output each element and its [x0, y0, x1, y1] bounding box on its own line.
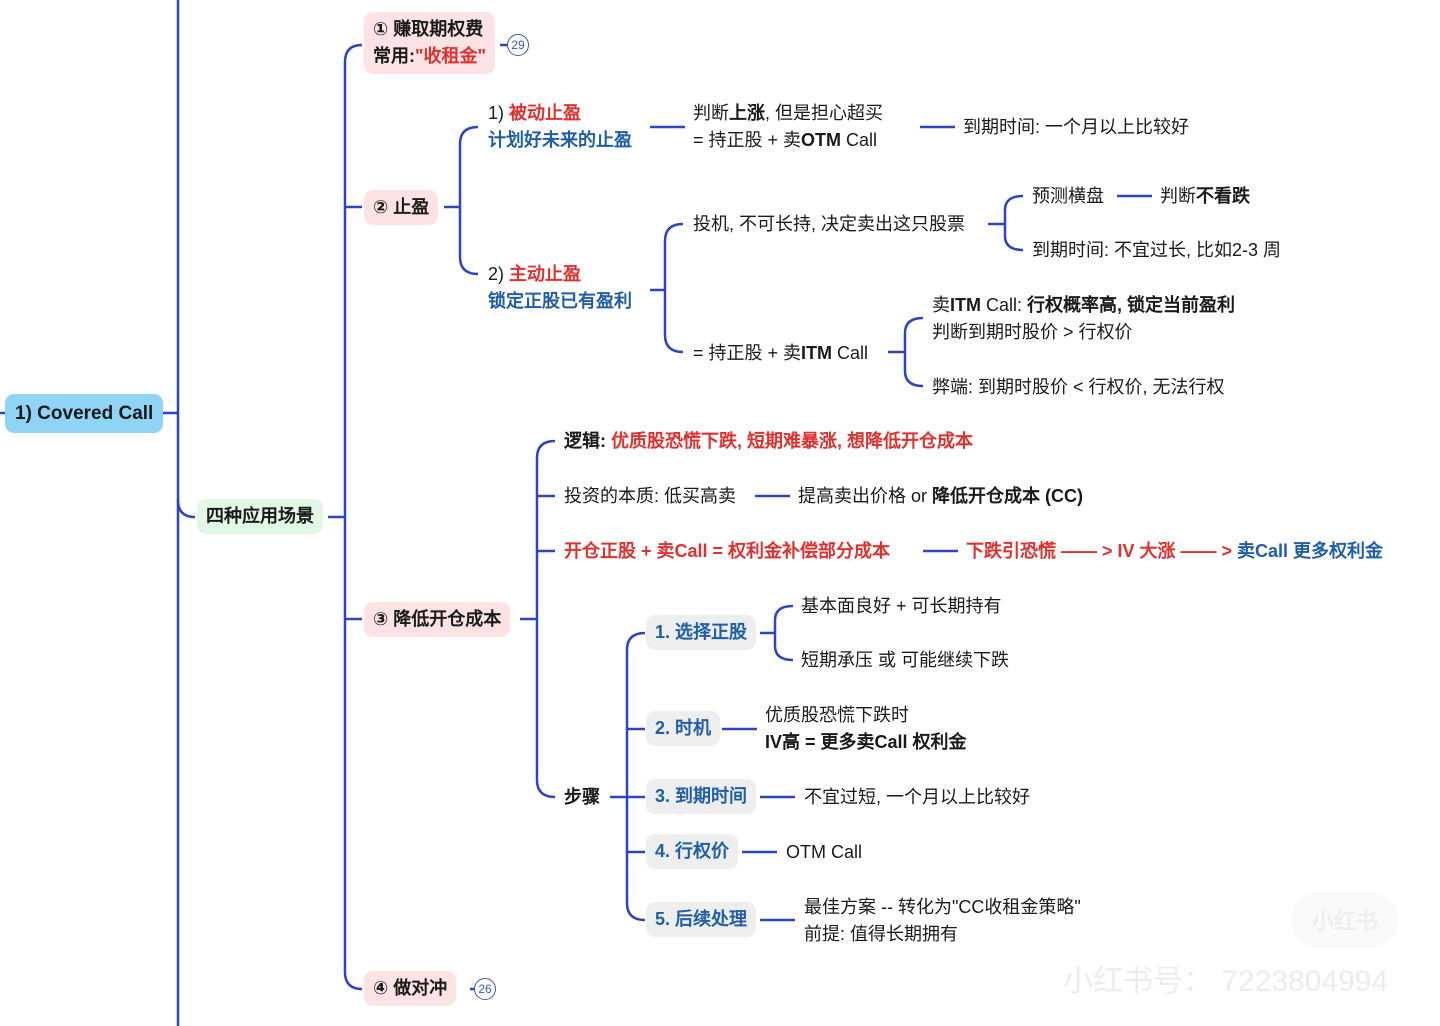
- step4-detail[interactable]: OTM Call: [786, 842, 862, 862]
- step2-detail[interactable]: 优质股恐慌下跌时 IV高 = 更多卖Call 权利金: [765, 702, 967, 756]
- node-itm-detail[interactable]: 卖ITM Call: 行权概率高, 锁定当前盈利 判断到期时股价 > 行权价: [932, 292, 1235, 346]
- node-active-take-profit[interactable]: 2) 主动止盈 锁定正股已有盈利: [488, 261, 632, 315]
- itm-detail-line2: 判断到期时股价 > 行权价: [932, 322, 1133, 342]
- node-passive-take-profit[interactable]: 1) 被动止盈 计划好未来的止盈: [488, 100, 632, 154]
- step-strike[interactable]: 4. 行权价: [646, 834, 739, 869]
- t: = 持正股 + 卖: [693, 130, 802, 150]
- node-passive-expiry[interactable]: 到期时间: 一个月以上比较好: [963, 117, 1190, 137]
- node-speculation[interactable]: 投机, 不可长持, 决定卖出这只股票: [693, 214, 966, 234]
- t: 不看跌: [1196, 186, 1250, 206]
- step-expiry[interactable]: 3. 到期时间: [646, 779, 757, 814]
- node-open-position[interactable]: 开仓正股 + 卖Call = 权利金补偿部分成本: [564, 541, 891, 561]
- node-not-bearish[interactable]: 判断不看跌: [1160, 183, 1250, 210]
- t: IV高 = 更多卖Call 权利金: [765, 732, 967, 752]
- active-subtitle: 锁定正股已有盈利: [488, 291, 632, 311]
- passive-title-text: 被动止盈: [509, 103, 582, 123]
- t: 优质股恐慌下跌, 短期难暴涨, 想降低开仓成本: [611, 431, 974, 451]
- node-steps[interactable]: 步骤: [564, 787, 600, 807]
- step-timing[interactable]: 2. 时机: [646, 711, 721, 746]
- node-earn-premium-subtitle: 常用:"收租金": [373, 43, 486, 70]
- node-earn-premium-title: ① 赚取期权费: [373, 19, 484, 39]
- node-four-scenarios[interactable]: 四种应用场景: [197, 499, 323, 534]
- passive-subtitle: 计划好未来的止盈: [488, 130, 632, 150]
- step-follow-up[interactable]: 5. 后续处理: [646, 902, 757, 937]
- node-iv-chain[interactable]: 下跌引恐慌 —— > IV 大涨 —— > 卖Call 更多权利金: [966, 538, 1383, 565]
- t: = 持正股 + 卖: [693, 343, 802, 363]
- step3-detail[interactable]: 不宜过短, 一个月以上比较好: [804, 787, 1031, 807]
- t: 卖: [932, 295, 950, 315]
- passive-detail-line1: 判断上涨, 但是担心超买: [693, 100, 883, 127]
- t: 行权概率高, 锁定当前盈利: [1027, 295, 1236, 315]
- passive-detail-line2: = 持正股 + 卖OTM Call: [693, 127, 883, 154]
- active-title-text: 主动止盈: [509, 264, 582, 284]
- t: 上涨: [729, 103, 765, 123]
- node-sideways[interactable]: 预测横盘: [1032, 186, 1104, 206]
- step-select-stock[interactable]: 1. 选择正股: [646, 615, 757, 650]
- node-active-expiry[interactable]: 到期时间: 不宜过长, 比如2-3 周: [1032, 240, 1282, 260]
- active-title: 2) 主动止盈: [488, 261, 632, 288]
- active-prefix: 2): [488, 264, 510, 284]
- watermark-logo: 小红书: [1292, 892, 1399, 948]
- watermark-id: 小红书号： 7223804994: [1063, 965, 1389, 998]
- step5-detail[interactable]: 最佳方案 -- 转化为"CC收租金策略" 前提: 值得长期拥有: [804, 894, 1081, 948]
- count-badge[interactable]: 29: [507, 34, 529, 56]
- itm-detail-line1: 卖ITM Call: 行权概率高, 锁定当前盈利: [932, 292, 1235, 319]
- node-passive-detail[interactable]: 判断上涨, 但是担心超买 = 持正股 + 卖OTM Call: [693, 100, 883, 154]
- root-node-covered-call[interactable]: 1) Covered Call: [5, 394, 164, 433]
- step1-detail[interactable]: 基本面良好 + 可长期持有: [801, 596, 1002, 616]
- t: 判断: [1160, 186, 1196, 206]
- node-earn-premium[interactable]: ① 赚取期权费 常用:"收租金": [364, 12, 496, 74]
- label-rent: "收租金": [415, 46, 487, 66]
- t: , 但是担心超买: [765, 103, 884, 123]
- label-common: 常用:: [373, 46, 415, 66]
- t: ITM: [801, 343, 833, 363]
- t: Call: [841, 130, 878, 150]
- node-hedge[interactable]: ④ 做对冲: [364, 971, 457, 1006]
- t: 提高卖出价格 or: [798, 486, 933, 506]
- t: ITM: [950, 295, 981, 315]
- t: Call:: [981, 295, 1028, 315]
- t: 判断: [693, 103, 729, 123]
- t: 逻辑:: [564, 431, 611, 451]
- node-lower-cost[interactable]: ③ 降低开仓成本: [364, 602, 511, 637]
- node-itm-call[interactable]: = 持正股 + 卖ITM Call: [693, 340, 868, 367]
- node-itm-drawback[interactable]: 弊端: 到期时股价 < 行权价, 无法行权: [932, 377, 1225, 397]
- t: 降低开仓成本 (CC): [932, 486, 1084, 506]
- t: 最佳方案 -- 转化为"CC收租金策略": [804, 897, 1081, 917]
- t: Call: [832, 343, 869, 363]
- node-logic[interactable]: 逻辑: 优质股恐慌下跌, 短期难暴涨, 想降低开仓成本: [564, 428, 973, 455]
- count-badge[interactable]: 26: [474, 978, 496, 1000]
- t: 卖Call 更多权利金: [1237, 541, 1384, 561]
- node-essence[interactable]: 投资的本质: 低买高卖: [564, 486, 737, 506]
- node-essence-detail[interactable]: 提高卖出价格 or 降低开仓成本 (CC): [798, 483, 1083, 510]
- step1-detail[interactable]: 短期承压 或 可能继续下跌: [801, 650, 1010, 670]
- passive-prefix: 1): [488, 103, 510, 123]
- passive-title: 1) 被动止盈: [488, 100, 632, 127]
- t: 下跌引恐慌 —— > IV 大涨 —— >: [966, 541, 1238, 561]
- node-take-profit[interactable]: ② 止盈: [364, 190, 439, 225]
- t: 优质股恐慌下跌时: [765, 705, 909, 725]
- t: OTM: [801, 130, 842, 150]
- t: 前提: 值得长期拥有: [804, 924, 959, 944]
